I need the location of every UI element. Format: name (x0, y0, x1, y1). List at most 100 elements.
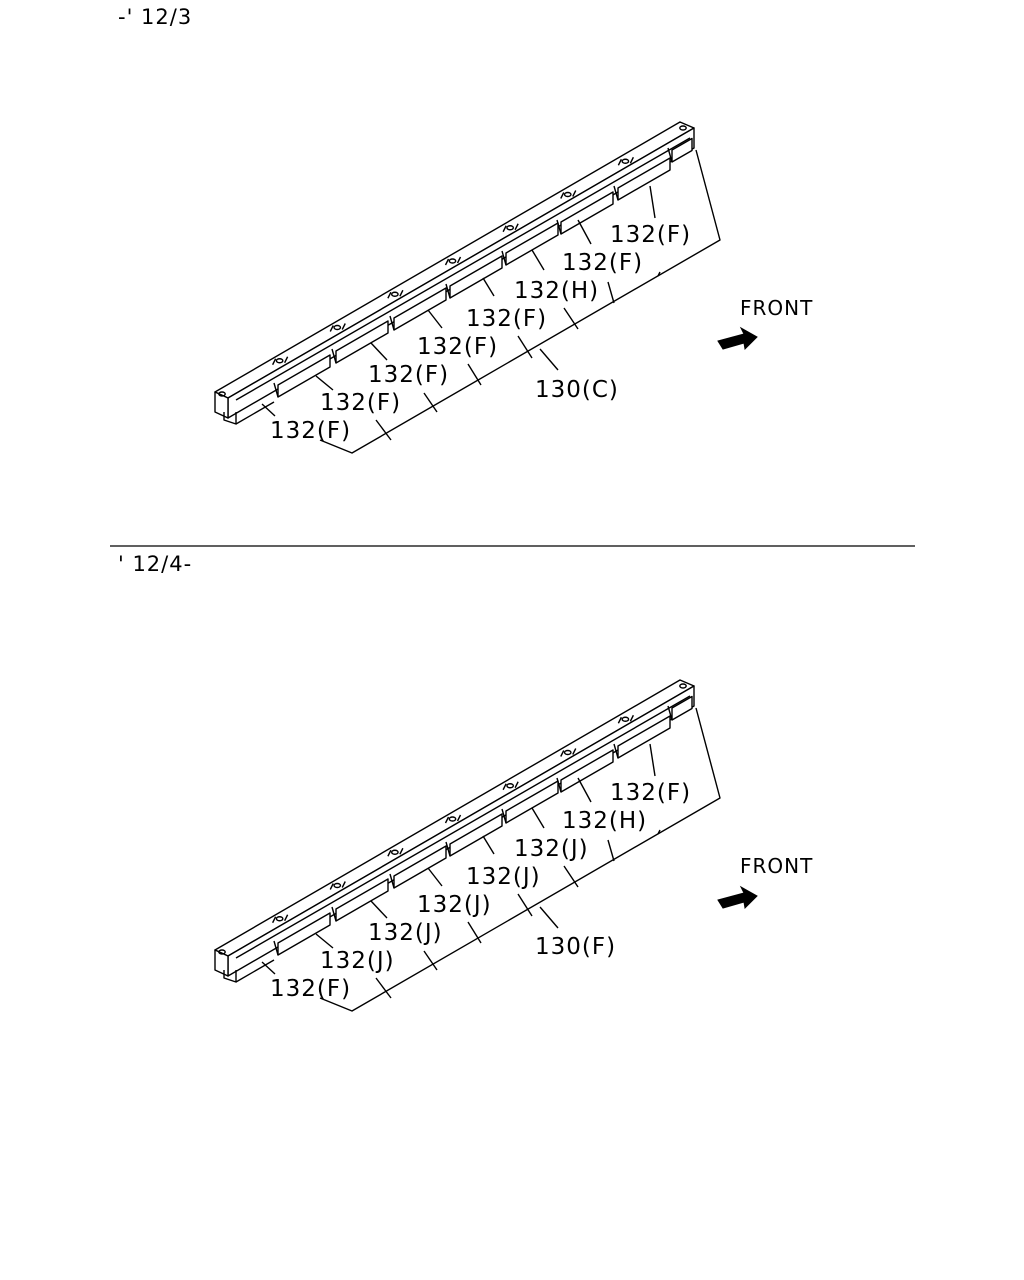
leader-line (577, 219, 592, 245)
seam-mark (271, 358, 277, 366)
bracket-edge (501, 808, 507, 824)
group-tick (467, 921, 482, 944)
frame-part-label: 130(F) (535, 934, 616, 960)
seam-mark (502, 225, 507, 233)
bracket-edge (445, 841, 451, 857)
part-label: 132(J) (368, 920, 443, 946)
leader-line (427, 309, 443, 329)
part-label: 132(H) (514, 278, 599, 304)
leader-line (261, 961, 276, 975)
leader-line (482, 835, 495, 855)
seam-mark (560, 750, 565, 757)
part-label: 132(F) (368, 362, 449, 388)
leader-line (261, 403, 276, 417)
group-tick (607, 839, 615, 862)
front-label: FRONT (740, 296, 813, 320)
leader-line (315, 375, 334, 391)
leader-line (370, 900, 388, 919)
bolt-hole (563, 749, 572, 756)
diagram-section-lower: ' 12/4- 132(F)132(J)132(J)132(J)132(J)13… (118, 552, 813, 1012)
period-label: ' 12/4- (118, 552, 192, 576)
group-tick (467, 363, 482, 386)
bracket (560, 749, 614, 793)
bolt-hole (679, 683, 687, 689)
seam-mark (456, 256, 462, 264)
frame-leader (539, 348, 559, 371)
bolt-hole (218, 391, 226, 397)
seam-mark (444, 816, 450, 824)
part-label: 132(J) (466, 864, 541, 890)
crossmember-beam (214, 121, 695, 425)
bracket (277, 354, 331, 398)
beam-lower-edge (235, 959, 275, 983)
leader-line (370, 342, 388, 361)
diagram-section-upper: -' 12/3 132(F)132(F)132(F)132(F)132(F)13… (118, 5, 813, 454)
bolt-hole (621, 158, 630, 164)
bolt-hole (390, 291, 399, 297)
crossmember-beam (214, 679, 695, 983)
seam-mark (387, 849, 392, 857)
part-label: 132(J) (417, 892, 492, 918)
part-labels: 132(F)132(J)132(J)132(J)132(J)132(J)132(… (270, 780, 690, 1002)
leader-line (649, 185, 656, 219)
group-tick (657, 271, 661, 277)
part-label: 132(F) (610, 222, 691, 248)
group-tick (607, 281, 615, 304)
seam-mark (283, 914, 289, 922)
bracket (505, 780, 559, 824)
part-label: 132(F) (270, 976, 351, 1002)
frame-leader (539, 906, 559, 929)
seam-mark (514, 223, 519, 231)
bracket-edge (667, 147, 673, 163)
leader-line (531, 807, 545, 829)
front-label: FRONT (740, 854, 813, 878)
beam-web-line (235, 137, 691, 401)
bracket-edge (556, 219, 562, 235)
bracket (335, 320, 389, 364)
seam-mark (271, 916, 277, 924)
seam-mark (629, 714, 635, 722)
group-tick (423, 950, 438, 971)
group-leader (319, 707, 721, 1012)
leader-line (577, 777, 592, 803)
bracket-edge (445, 283, 451, 299)
group-tick (375, 419, 392, 441)
part-label: 132(F) (270, 418, 351, 444)
period-label: -' 12/3 (118, 5, 192, 29)
group-tick (375, 977, 392, 999)
bracket (393, 287, 447, 331)
seam-mark (502, 783, 507, 791)
group-tick (423, 392, 438, 413)
bracket (449, 255, 503, 299)
part-labels: 132(F)132(F)132(F)132(F)132(F)132(H)132(… (270, 222, 691, 444)
bracket-edge (331, 348, 337, 364)
leader-line (482, 277, 495, 297)
bracket-edge (501, 250, 507, 266)
bolt-hole (448, 258, 457, 264)
part-label: 132(H) (562, 808, 647, 834)
bracket-edge (613, 743, 619, 759)
bolt-hole (621, 716, 630, 722)
part-label: 132(F) (320, 390, 401, 416)
part-label: 132(F) (562, 250, 643, 276)
seam-mark (456, 814, 462, 822)
leader-line (315, 933, 334, 949)
bracket-edge (273, 382, 279, 398)
bracket (449, 813, 503, 857)
bracket (617, 157, 671, 201)
bracket-edge (273, 940, 279, 956)
leader-line (531, 249, 545, 271)
bolt-hole (506, 783, 515, 789)
bracket (617, 715, 671, 759)
leader-lines (261, 149, 721, 454)
bracket-edge (389, 873, 395, 889)
seam-mark (341, 881, 346, 888)
bolt-hole (448, 816, 457, 822)
seam-mark (399, 289, 404, 297)
beam-lower-edge (235, 401, 275, 425)
leader-line (649, 743, 656, 777)
seam-mark (329, 325, 334, 332)
bracket (335, 878, 389, 922)
bolt-hole (390, 849, 399, 855)
